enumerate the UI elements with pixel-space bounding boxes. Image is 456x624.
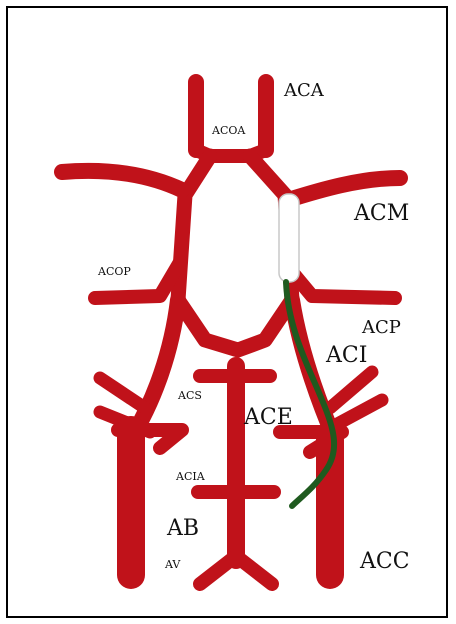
label-acc: ACC bbox=[359, 549, 410, 574]
right-acm-vessel bbox=[288, 178, 400, 200]
circle-of-willis bbox=[178, 156, 292, 350]
label-acop: ACOP bbox=[97, 265, 131, 278]
label-acs: ACS bbox=[177, 389, 202, 402]
balloon-device bbox=[279, 194, 299, 282]
label-ab: AB bbox=[166, 516, 199, 541]
label-acm: ACM bbox=[353, 201, 409, 226]
label-av: AV bbox=[164, 558, 181, 571]
label-aci: ACI bbox=[325, 343, 367, 368]
vertebral-split bbox=[200, 556, 272, 584]
left-acm-vessel bbox=[62, 171, 182, 190]
right-acp-vessel bbox=[292, 272, 395, 298]
label-acia: ACIA bbox=[175, 470, 206, 483]
label-ace: ACE bbox=[243, 405, 293, 430]
artery-network bbox=[62, 82, 400, 584]
label-acoa: ACOA bbox=[211, 124, 246, 137]
label-aca: ACA bbox=[283, 80, 325, 101]
left-branch-upper bbox=[100, 378, 145, 408]
label-acp: ACP bbox=[361, 317, 401, 338]
